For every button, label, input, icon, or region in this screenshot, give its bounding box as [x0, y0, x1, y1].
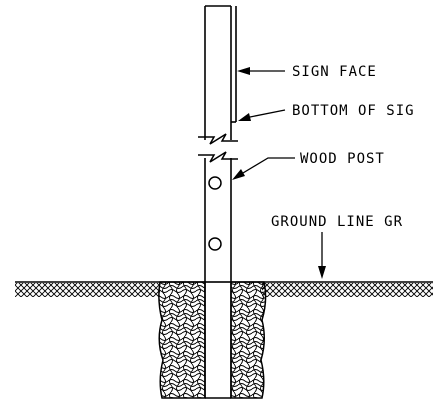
label-wood-post: WOOD POST — [300, 151, 385, 167]
label-bottom-of-sign: BOTTOM OF SIG — [292, 103, 415, 119]
leader-ground-line — [318, 232, 326, 279]
backfill-left — [158, 281, 206, 399]
ground-hatch-right — [262, 283, 433, 297]
label-sign-face: SIGN FACE — [292, 64, 377, 80]
backfill-right — [230, 281, 267, 399]
bolt-hole-lower — [208, 237, 222, 251]
bolt-hole-upper — [208, 176, 222, 190]
leader-wood-post — [232, 157, 295, 180]
leader-sign-face — [237, 67, 285, 75]
wood-post — [204, 5, 232, 399]
label-ground-line: GROUND LINE GR — [271, 214, 403, 230]
leader-bottom-of-sign — [238, 109, 286, 121]
ground-hatch-left — [15, 283, 160, 297]
break-symbol — [198, 133, 238, 163]
sign-face-panel — [231, 6, 237, 123]
